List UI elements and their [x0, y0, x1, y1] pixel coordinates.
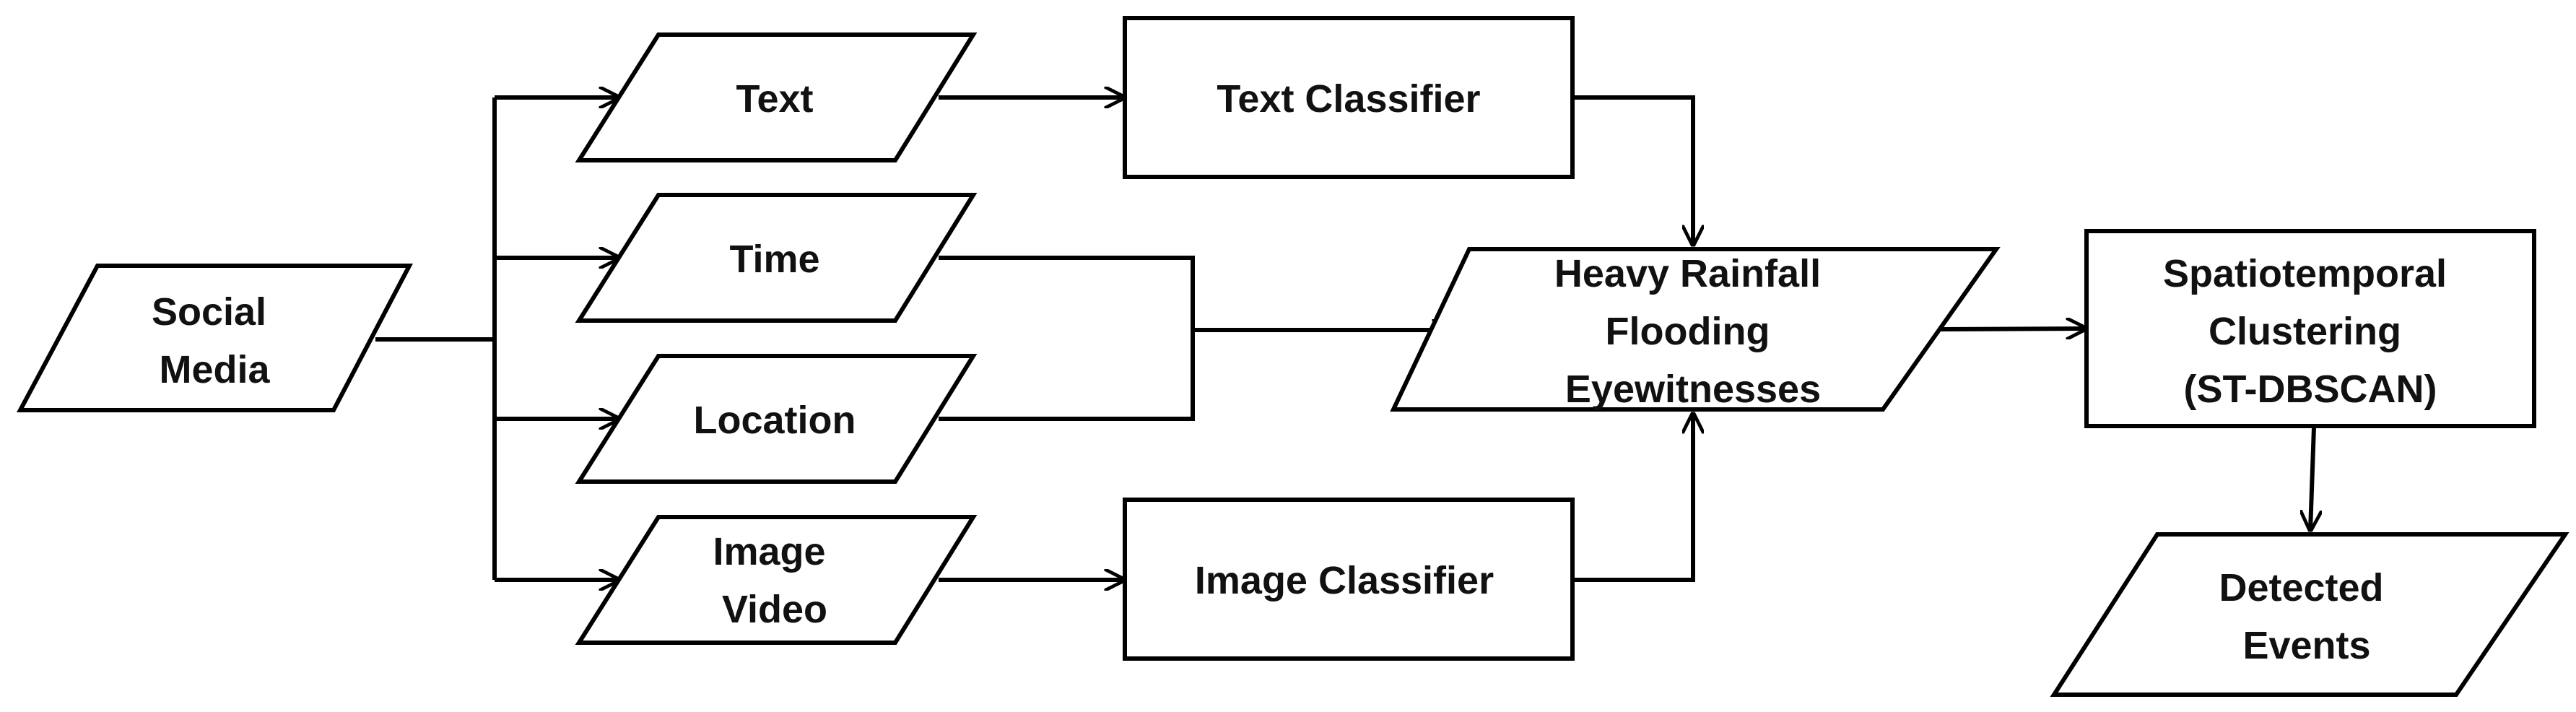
svg-text:Social Media: Social Media: [152, 290, 277, 391]
edge-clustering-to-detected-events: [2310, 427, 2314, 531]
image-classifier-shape: [1123, 498, 1575, 661]
node-text-classifier[interactable]: Text Classifier: [1123, 16, 1575, 179]
connectors: [375, 97, 2314, 580]
edge-image-classifier-to-eyewitnesses: [1572, 413, 1693, 582]
svg-text:Spatiotemporal Clusterin: Spatiotemporal Clustering (ST-DBSCAN): [2163, 252, 2458, 411]
eyewitnesses-label-line-2: Flooding: [1606, 310, 1770, 353]
text-classifier-shape: [1123, 16, 1575, 179]
detected-events-label-line-1: Detected: [2219, 566, 2383, 609]
edge-time-merge: [939, 256, 1195, 330]
svg-text:Text: Text: [736, 77, 813, 121]
social-media-label-line-2: Media: [159, 348, 270, 391]
edge-text-classifier-to-eyewitnesses: [1572, 95, 1693, 246]
text-label: Text: [736, 77, 813, 121]
image-classifier-label: Image Classifier: [1195, 559, 1494, 602]
location-shape: [575, 354, 978, 484]
node-image-classifier[interactable]: Image Classifier: [1123, 498, 1575, 661]
node-social-media[interactable]: Social Media: [16, 264, 413, 412]
time-label: Time: [729, 238, 819, 281]
svg-text:Heavy Rainfall Flooding: Heavy Rainfall Flooding Eyewitnesses: [1554, 252, 1832, 411]
social-media-label-line-1: Social: [152, 290, 266, 334]
svg-text:Image Video: Image Video: [713, 530, 836, 631]
clustering-label-line-2: Clustering: [2209, 310, 2401, 353]
text-shape: [575, 32, 978, 162]
node-eyewitnesses[interactable]: Heavy Rainfall Flooding Eyewitnesses: [1390, 247, 2001, 412]
eyewitnesses-shape: [1390, 247, 2001, 412]
clustering-shape: [2084, 229, 2536, 428]
node-location[interactable]: Location: [575, 354, 978, 484]
image-video-label-line-2: Video: [722, 588, 827, 631]
node-time[interactable]: Time: [575, 193, 978, 323]
svg-text:Location: Location: [694, 399, 856, 442]
time-shape: [575, 193, 978, 323]
svg-text:Image Classifier: Image Classifier: [1195, 559, 1494, 602]
text-classifier-label: Text Classifier: [1217, 77, 1480, 121]
svg-text:Text Classifier: Text Classifier: [1217, 77, 1480, 121]
node-detected-events[interactable]: Detected Events: [2050, 532, 2570, 697]
image-video-shape: [575, 515, 978, 645]
node-clustering[interactable]: Spatiotemporal Clustering (ST-DBSCAN): [2084, 229, 2536, 428]
social-media-shape: [16, 264, 413, 412]
node-image-video[interactable]: Image Video: [575, 515, 978, 645]
location-label: Location: [694, 399, 856, 442]
image-video-label-line-1: Image: [713, 530, 825, 573]
clustering-label-line-3: (ST-DBSCAN): [2184, 368, 2437, 411]
clustering-label-line-1: Spatiotemporal: [2163, 252, 2447, 295]
node-text[interactable]: Text: [575, 32, 978, 162]
eyewitnesses-label-line-1: Heavy Rainfall: [1554, 252, 1821, 295]
detected-events-label-line-2: Events: [2242, 624, 2370, 667]
eyewitnesses-label-line-3: Eyewitnesses: [1565, 368, 1821, 411]
detected-events-shape: [2050, 532, 2570, 697]
svg-text:Time: Time: [729, 238, 819, 281]
edge-location-merge: [939, 330, 1195, 421]
svg-text:Detected Events: Detected Events: [2219, 566, 2394, 667]
